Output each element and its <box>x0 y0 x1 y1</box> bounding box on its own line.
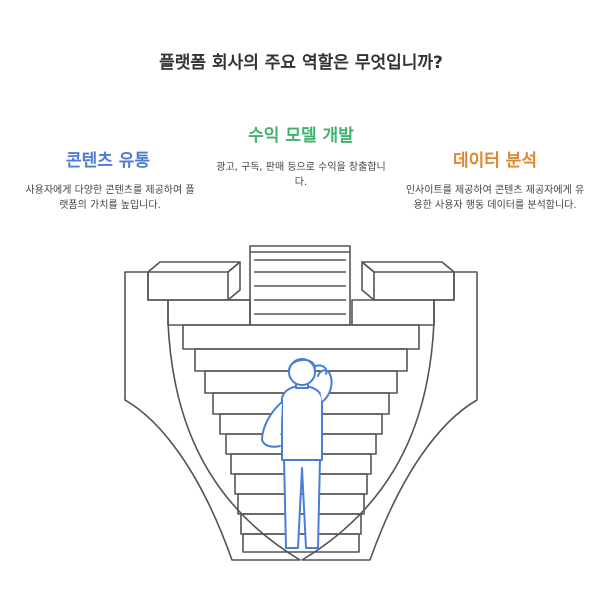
right-curved-wall <box>301 271 478 561</box>
right-description: 인사이트를 제공하여 콘텐츠 제공자에게 유용한 사용자 행동 데이터를 분석합… <box>405 185 585 211</box>
center-description: 광고, 구독, 판매 등으로 수익을 창출합니다. <box>216 162 386 188</box>
right-upper-steps <box>351 261 455 326</box>
right-heading: 데이터 분석 <box>452 151 538 171</box>
diagram-title: 플랫폼 회사의 주요 역할은 무엇입니까? <box>159 53 443 73</box>
thinking-person-figure <box>261 358 333 549</box>
left-upper-steps <box>147 261 251 326</box>
left-description: 사용자에게 다양한 콘텐츠를 제공하여 플랫폼의 가치를 높입니다. <box>25 185 195 211</box>
left-heading: 콘텐츠 유통 <box>65 151 151 171</box>
left-curved-wall <box>124 271 301 561</box>
center-tower <box>249 245 351 326</box>
center-heading: 수익 모델 개발 <box>248 126 354 146</box>
